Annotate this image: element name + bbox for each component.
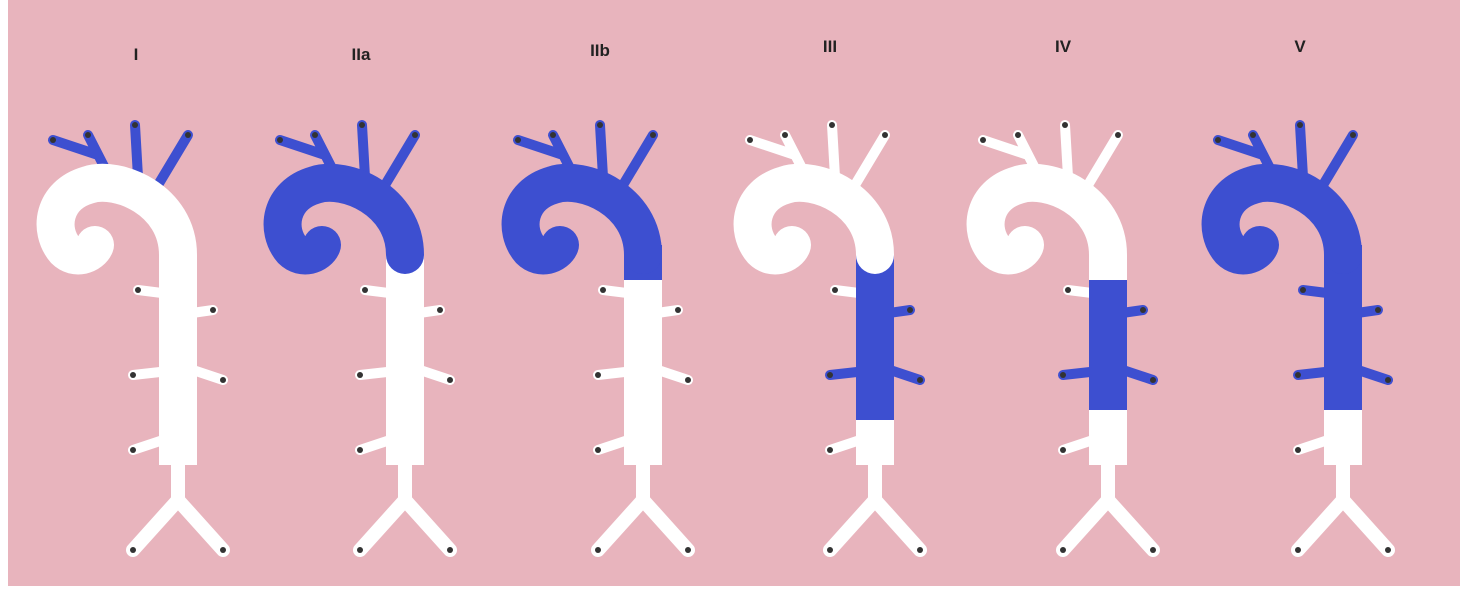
branch-tip <box>907 307 913 313</box>
diagram-panel: I IIa IIb III IV V <box>8 0 1460 586</box>
branch-tip <box>782 132 788 138</box>
branch-tip <box>917 377 923 383</box>
branch-tip <box>447 377 453 383</box>
branch-tip <box>685 547 691 553</box>
branch-tip <box>827 447 833 453</box>
branch-tip <box>1060 372 1066 378</box>
branch-tip <box>595 447 601 453</box>
branch-tip <box>50 137 56 143</box>
branch-tip <box>362 287 368 293</box>
arch-branch-vessel <box>600 125 603 177</box>
branch-tip <box>312 132 318 138</box>
branch-tip <box>1250 132 1256 138</box>
branch-tip <box>130 447 136 453</box>
branch-tip <box>832 287 838 293</box>
type-label-iii: III <box>823 37 837 56</box>
arch-branch-vessel <box>362 125 365 177</box>
branch-tip <box>829 122 835 128</box>
branch-tip <box>827 372 833 378</box>
branch-tip <box>1385 547 1391 553</box>
branch-tip <box>1295 372 1301 378</box>
branch-tip <box>1150 377 1156 383</box>
panel-background <box>8 0 1460 586</box>
branch-tip <box>600 287 606 293</box>
branch-tip <box>1150 547 1156 553</box>
branch-tip <box>277 137 283 143</box>
arch-branch-vessel <box>1300 125 1303 177</box>
branch-tip <box>130 547 136 553</box>
type-label-v: V <box>1294 37 1306 56</box>
branch-tip <box>597 122 603 128</box>
branch-tip <box>1350 132 1356 138</box>
branch-tip <box>675 307 681 313</box>
branch-tip <box>1060 447 1066 453</box>
branch-tip <box>1065 287 1071 293</box>
branch-tip <box>917 547 923 553</box>
branch-tip <box>85 132 91 138</box>
branch-tip <box>882 132 888 138</box>
branch-tip <box>210 307 216 313</box>
branch-tip <box>595 372 601 378</box>
branch-tip <box>220 547 226 553</box>
branch-tip <box>1295 547 1301 553</box>
type-label-i: I <box>134 45 139 64</box>
branch-tip <box>1062 122 1068 128</box>
branch-tip <box>357 372 363 378</box>
branch-tip <box>1375 307 1381 313</box>
arch-branch-vessel <box>832 125 835 177</box>
branch-tip <box>1215 137 1221 143</box>
branch-tip <box>1140 307 1146 313</box>
branch-tip <box>827 547 833 553</box>
branch-tip <box>1385 377 1391 383</box>
branch-tip <box>357 547 363 553</box>
branch-tip <box>515 137 521 143</box>
type-label-iia: IIa <box>352 45 371 64</box>
branch-tip <box>1060 547 1066 553</box>
branch-tip <box>1300 287 1306 293</box>
branch-tip <box>650 132 656 138</box>
branch-tip <box>135 287 141 293</box>
branch-tip <box>437 307 443 313</box>
arch-branch-vessel <box>135 125 138 177</box>
branch-tip <box>980 137 986 143</box>
branch-tip <box>1015 132 1021 138</box>
branch-tip <box>1295 447 1301 453</box>
branch-tip <box>685 377 691 383</box>
branch-tip <box>359 122 365 128</box>
branch-tip <box>412 132 418 138</box>
branch-tip <box>550 132 556 138</box>
branch-tip <box>1297 122 1303 128</box>
arch-branch-vessel <box>1065 125 1068 177</box>
type-label-iv: IV <box>1055 37 1072 56</box>
branch-tip <box>447 547 453 553</box>
branch-tip <box>220 377 226 383</box>
branch-tip <box>357 447 363 453</box>
branch-tip <box>130 372 136 378</box>
branch-tip <box>132 122 138 128</box>
branch-tip <box>185 132 191 138</box>
branch-tip <box>595 547 601 553</box>
type-label-iib: IIb <box>590 41 610 60</box>
branch-tip <box>1115 132 1121 138</box>
branch-tip <box>747 137 753 143</box>
